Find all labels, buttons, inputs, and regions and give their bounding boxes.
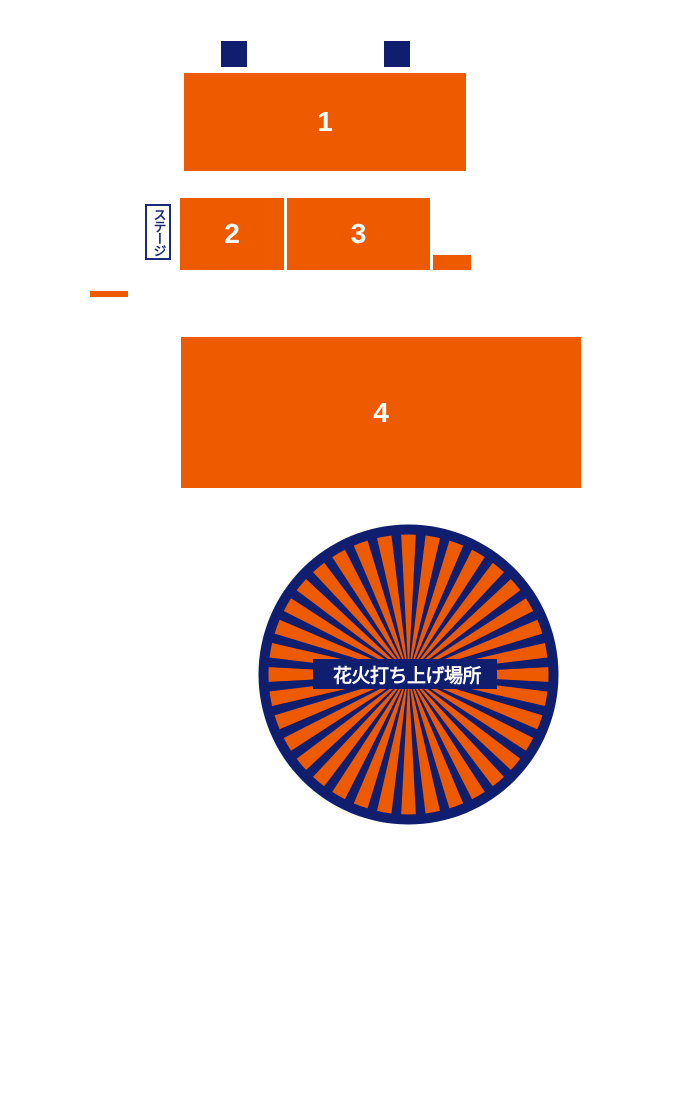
area-block-3[interactable]: 3 [287,198,430,270]
fireworks-ray [313,562,409,675]
fireworks-ray [408,540,464,675]
fireworks-ray [408,549,485,675]
fireworks-ray [408,579,521,675]
area-block-4-label: 4 [373,396,389,428]
fireworks-ray [296,579,409,675]
area-block-2-label: 2 [224,218,240,249]
fireworks-ray [401,534,416,675]
fireworks-ray [332,549,409,675]
fireworks-launch-site[interactable] [258,524,559,825]
small-orange-area [433,255,471,270]
fireworks-ray [408,562,504,675]
fireworks-ray [377,674,409,814]
fireworks-ray [377,535,409,675]
fireworks-ray [332,674,409,800]
fireworks-ray [283,674,409,751]
area-block-1-label: 1 [317,106,333,137]
fireworks-ray [401,674,416,815]
area-block-4[interactable]: 4 [181,337,581,488]
fireworks-ray [353,540,409,675]
navy-marker-right [384,41,410,67]
orange-dash-marker [90,291,128,297]
fireworks-ray [408,535,440,675]
area-block-3-label: 3 [350,218,367,249]
fireworks-ray [313,674,409,787]
stage-label: ステージ [150,208,166,256]
fireworks-ray [408,674,504,787]
area-block-1[interactable]: 1 [184,73,466,171]
fireworks-ray [408,674,464,809]
fireworks-label: 花火打ち上げ場所 [332,664,482,687]
fireworks-ray [408,674,485,800]
fireworks-ray [408,598,534,675]
fireworks-ray [283,598,409,675]
navy-marker-left [221,41,247,67]
fireworks-ray [296,674,409,770]
fireworks-label-bg [313,659,497,689]
fireworks-ray [353,674,409,809]
area-block-2[interactable]: 2 [180,198,284,270]
fireworks-ray [408,674,440,814]
fireworks-ray [408,674,521,770]
fireworks-ray [408,674,534,751]
stage-sign: ステージ [145,204,171,260]
